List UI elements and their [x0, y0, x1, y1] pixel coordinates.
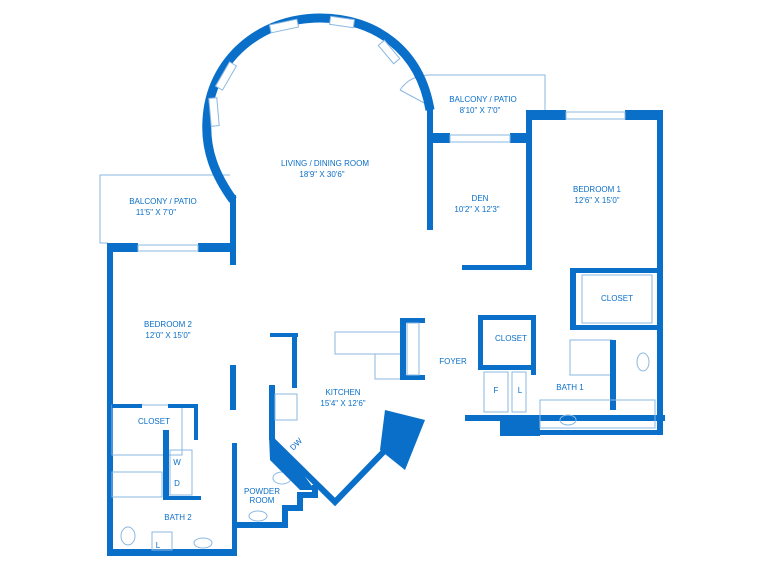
bedroom2-size: 12'0" X 15'0"	[145, 331, 190, 340]
closet-bedroom1-label: CLOSET	[601, 294, 633, 303]
washer-label: W	[173, 458, 181, 467]
bath2-label: BATH 2	[164, 513, 192, 522]
linen-bath2-label: L	[156, 541, 161, 550]
room-labels: LIVING / DINING ROOM 18'9" X 30'6" BALCO…	[129, 95, 633, 550]
closet-bedroom2-label: CLOSET	[138, 417, 170, 426]
balcony-left-label: BALCONY / PATIO	[129, 197, 197, 206]
bedroom1-size: 12'6" X 15'0"	[574, 196, 619, 205]
powder-room-label-1: POWDER	[244, 487, 280, 496]
balcony-left-size: 11'5" X 7'0"	[136, 208, 176, 217]
linen-foyer-label: L	[518, 386, 523, 395]
walls	[107, 105, 665, 556]
closet-foyer-label: CLOSET	[495, 334, 527, 343]
living-room-label: LIVING / DINING ROOM	[281, 159, 369, 168]
kitchen-size: 15'4" X 12'6"	[320, 399, 365, 408]
den-size: 10'2" X 12'3"	[454, 205, 499, 214]
fridge-label: F	[494, 386, 499, 395]
bedroom1-label: BEDROOM 1	[573, 185, 622, 194]
den-label: DEN	[472, 194, 489, 203]
powder-room-label-2: ROOM	[250, 496, 275, 505]
bedroom2-label: BEDROOM 2	[144, 320, 193, 329]
balcony-right-size: 8'10" X 7'0"	[460, 106, 501, 115]
kitchen-label: KITCHEN	[325, 388, 360, 397]
foyer-label: FOYER	[439, 357, 467, 366]
dryer-label: D	[174, 479, 180, 488]
living-room-size: 18'9" X 30'6"	[299, 170, 344, 179]
bath1-label: BATH 1	[556, 383, 584, 392]
balcony-right-label: BALCONY / PATIO	[449, 95, 517, 104]
balcony-left	[99, 174, 230, 244]
dishwasher-label: DW	[288, 436, 304, 452]
rotunda-wall	[202, 13, 435, 203]
